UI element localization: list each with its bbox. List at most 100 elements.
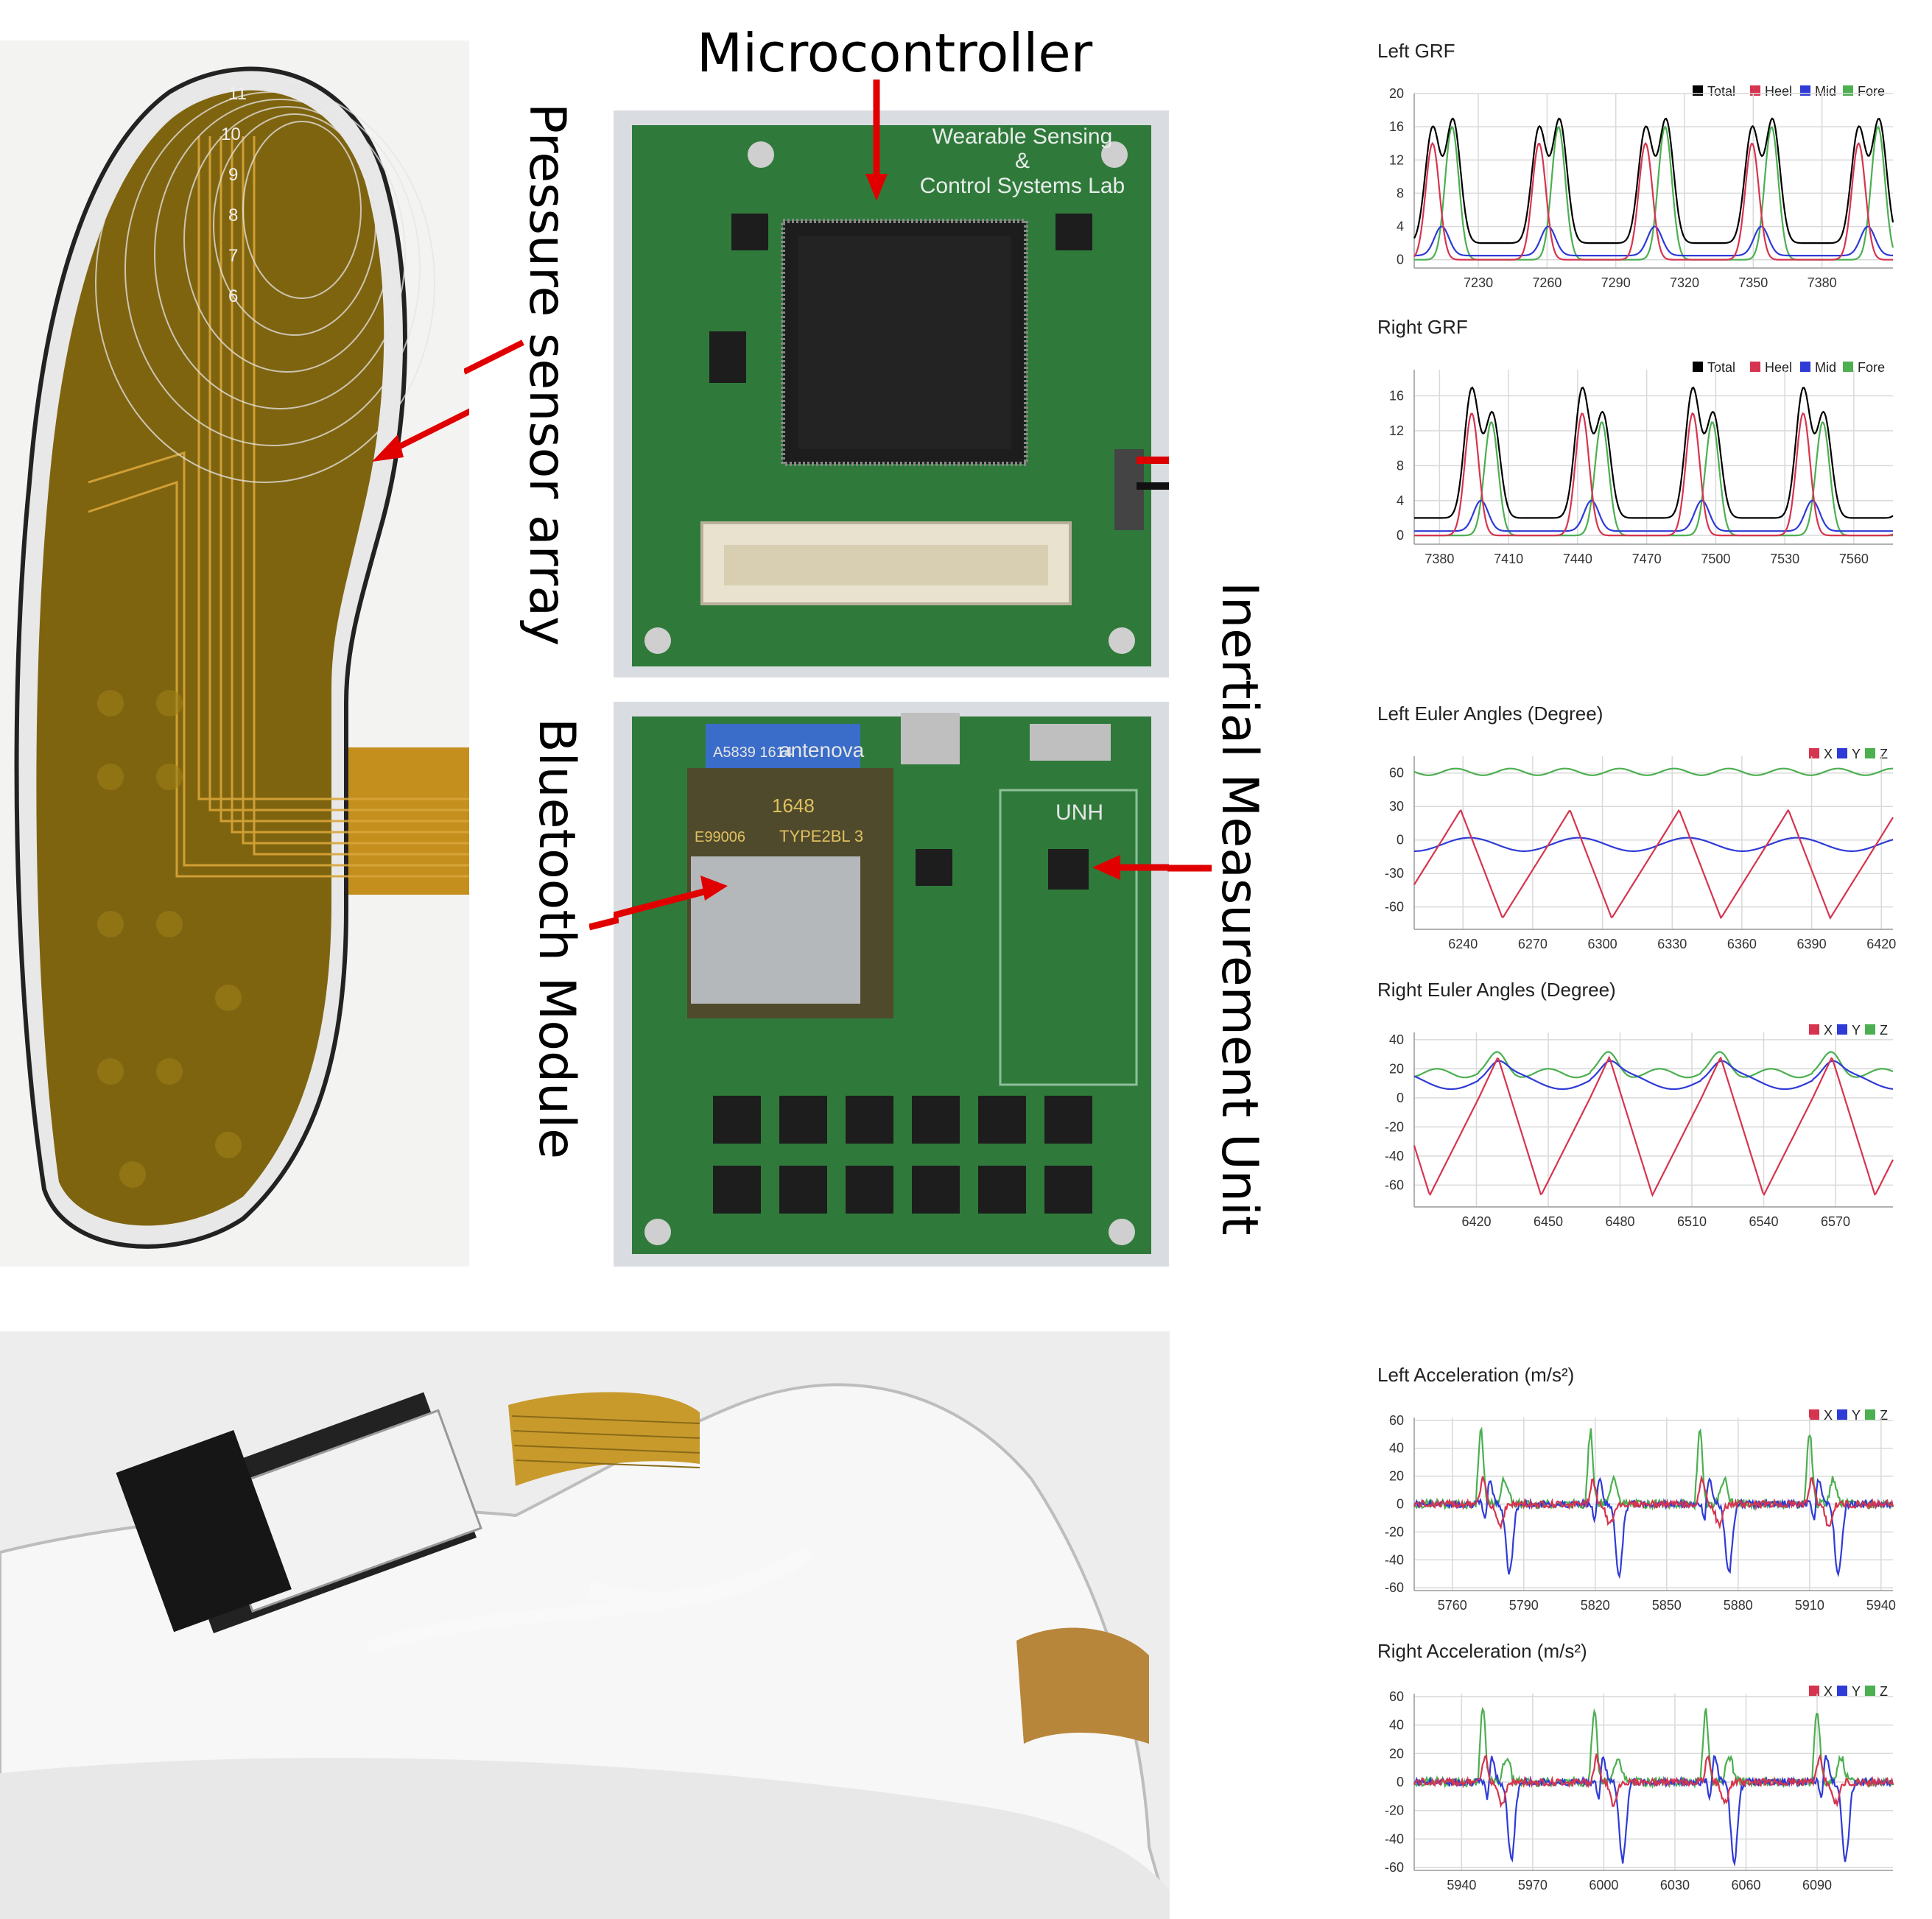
x-tick-label: 5880 <box>1724 1598 1753 1613</box>
x-tick-label: 6270 <box>1518 937 1548 951</box>
series-line-y <box>1413 1060 1894 1091</box>
legend-label: Total <box>1707 84 1735 99</box>
y-tick-label: 12 <box>1389 152 1404 167</box>
chart-title: Left Acceleration (m/s²) <box>1377 1364 1574 1386</box>
x-tick-label: 7290 <box>1601 275 1631 290</box>
y-tick-label: 8 <box>1397 458 1404 473</box>
legend-label: Z <box>1880 1408 1888 1423</box>
y-tick-label: -60 <box>1385 900 1404 915</box>
y-tick-label: 16 <box>1389 389 1404 404</box>
y-tick-label: 40 <box>1389 1441 1404 1456</box>
series-line-total <box>1414 386 1894 519</box>
imu-label: Inertial Measurement Unit <box>1210 582 1268 1236</box>
insole-number: 7 <box>228 246 238 266</box>
x-tick-label: 6390 <box>1797 937 1827 951</box>
y-tick-label: 16 <box>1389 119 1404 134</box>
x-tick-label: 6420 <box>1866 937 1896 951</box>
x-tick-label: 5940 <box>1447 1878 1476 1892</box>
y-tick-label: 4 <box>1397 493 1404 508</box>
legend-swatch <box>1800 85 1810 96</box>
y-tick-label: -30 <box>1385 866 1404 881</box>
y-tick-label: 60 <box>1389 766 1404 781</box>
x-tick-label: 6030 <box>1660 1878 1690 1892</box>
series-line-y <box>1413 1755 1894 1867</box>
microcontroller-label: Microcontroller <box>697 22 1093 84</box>
series-line-z <box>1413 1706 1894 1789</box>
bluetooth-module-label: Bluetooth Module <box>527 718 586 1159</box>
legend-label: Heel <box>1765 360 1792 375</box>
y-tick-label: 20 <box>1389 1469 1404 1484</box>
x-tick-label: 7470 <box>1632 552 1662 566</box>
x-tick-label: 7260 <box>1532 275 1562 290</box>
imu-arrow <box>1167 865 1212 872</box>
x-tick-label: 5760 <box>1438 1598 1467 1613</box>
x-tick-label: 6420 <box>1461 1214 1491 1229</box>
legend-swatch <box>1693 362 1703 372</box>
x-tick-label: 6540 <box>1749 1214 1778 1229</box>
y-tick-label: -20 <box>1385 1119 1404 1134</box>
chart-title: Left GRF <box>1377 40 1455 62</box>
series-line-y <box>1414 837 1894 852</box>
x-tick-label: 7500 <box>1701 552 1730 566</box>
legend-swatch <box>1843 85 1853 96</box>
lab-text-line3: Control Systems Lab <box>920 174 1125 198</box>
legend-label: Mid <box>1815 84 1836 99</box>
y-tick-label: -60 <box>1385 1860 1404 1875</box>
microcontroller-arrow <box>865 80 888 201</box>
insole-number: 6 <box>228 286 238 306</box>
x-tick-label: 6060 <box>1731 1878 1760 1892</box>
legend-label: Y <box>1852 1023 1861 1038</box>
legend-label: X <box>1824 747 1833 761</box>
right-euler-chart: Right Euler Angles (Degree)ZYX40200-20-4… <box>1377 979 1894 1229</box>
x-tick-label: 6000 <box>1589 1878 1618 1892</box>
legend-label: Y <box>1852 747 1861 761</box>
y-tick-label: 12 <box>1389 423 1404 438</box>
insole-number: 10 <box>221 124 241 144</box>
x-tick-label: 6570 <box>1821 1214 1850 1229</box>
legend-swatch <box>1809 1686 1819 1696</box>
y-tick-label: 0 <box>1397 528 1404 543</box>
chart-title: Right Acceleration (m/s²) <box>1377 1640 1587 1662</box>
x-tick-label: 7410 <box>1494 552 1523 566</box>
x-tick-label: 6300 <box>1588 937 1617 951</box>
legend-label: Mid <box>1815 360 1836 375</box>
legend-swatch <box>1809 1024 1819 1035</box>
legend-swatch <box>1865 1024 1875 1035</box>
x-tick-label: 5940 <box>1866 1598 1896 1613</box>
legend-swatch <box>1837 1686 1847 1696</box>
insole-photo: 11 10 9 8 7 6 <box>0 41 469 1267</box>
legend-label: Z <box>1880 747 1888 761</box>
insole-number: 9 <box>228 165 238 185</box>
y-tick-label: -20 <box>1385 1524 1404 1539</box>
x-tick-label: 7380 <box>1425 552 1454 566</box>
legend-label: Y <box>1852 1408 1861 1423</box>
x-tick-label: 6360 <box>1727 937 1757 951</box>
x-tick-label: 7560 <box>1839 552 1869 566</box>
y-tick-label: 20 <box>1389 1061 1404 1076</box>
y-tick-label: -60 <box>1385 1580 1404 1595</box>
y-tick-label: 8 <box>1397 186 1404 200</box>
series-line-heel <box>1413 141 1893 261</box>
x-tick-label: 7530 <box>1770 552 1799 566</box>
y-tick-label: -20 <box>1385 1803 1404 1818</box>
left-euler-chart: Left Euler Angles (Degree)ZYX60300-30-60… <box>1377 703 1896 951</box>
y-tick-label: -40 <box>1385 1149 1404 1163</box>
chart-title: Left Euler Angles (Degree) <box>1377 703 1603 725</box>
y-tick-label: 0 <box>1397 1775 1404 1789</box>
legend-swatch <box>1837 1409 1847 1420</box>
chart-title: Right Euler Angles (Degree) <box>1377 979 1616 1001</box>
lab-text-line2: & <box>1015 149 1030 173</box>
legend-swatch <box>1865 1686 1875 1696</box>
legend-swatch <box>1837 748 1847 758</box>
legend-label: Y <box>1852 1684 1861 1699</box>
series-line-x <box>1413 809 1894 920</box>
legend-label: X <box>1824 1684 1833 1699</box>
legend-label: Fore <box>1858 84 1885 99</box>
y-tick-label: 0 <box>1397 1497 1404 1512</box>
legend-swatch <box>1800 362 1810 372</box>
y-tick-label: 40 <box>1389 1032 1404 1047</box>
module-type-text: TYPE2BL 3 <box>779 827 863 845</box>
series-line-x <box>1413 1753 1894 1809</box>
x-tick-label: 7230 <box>1464 275 1493 290</box>
